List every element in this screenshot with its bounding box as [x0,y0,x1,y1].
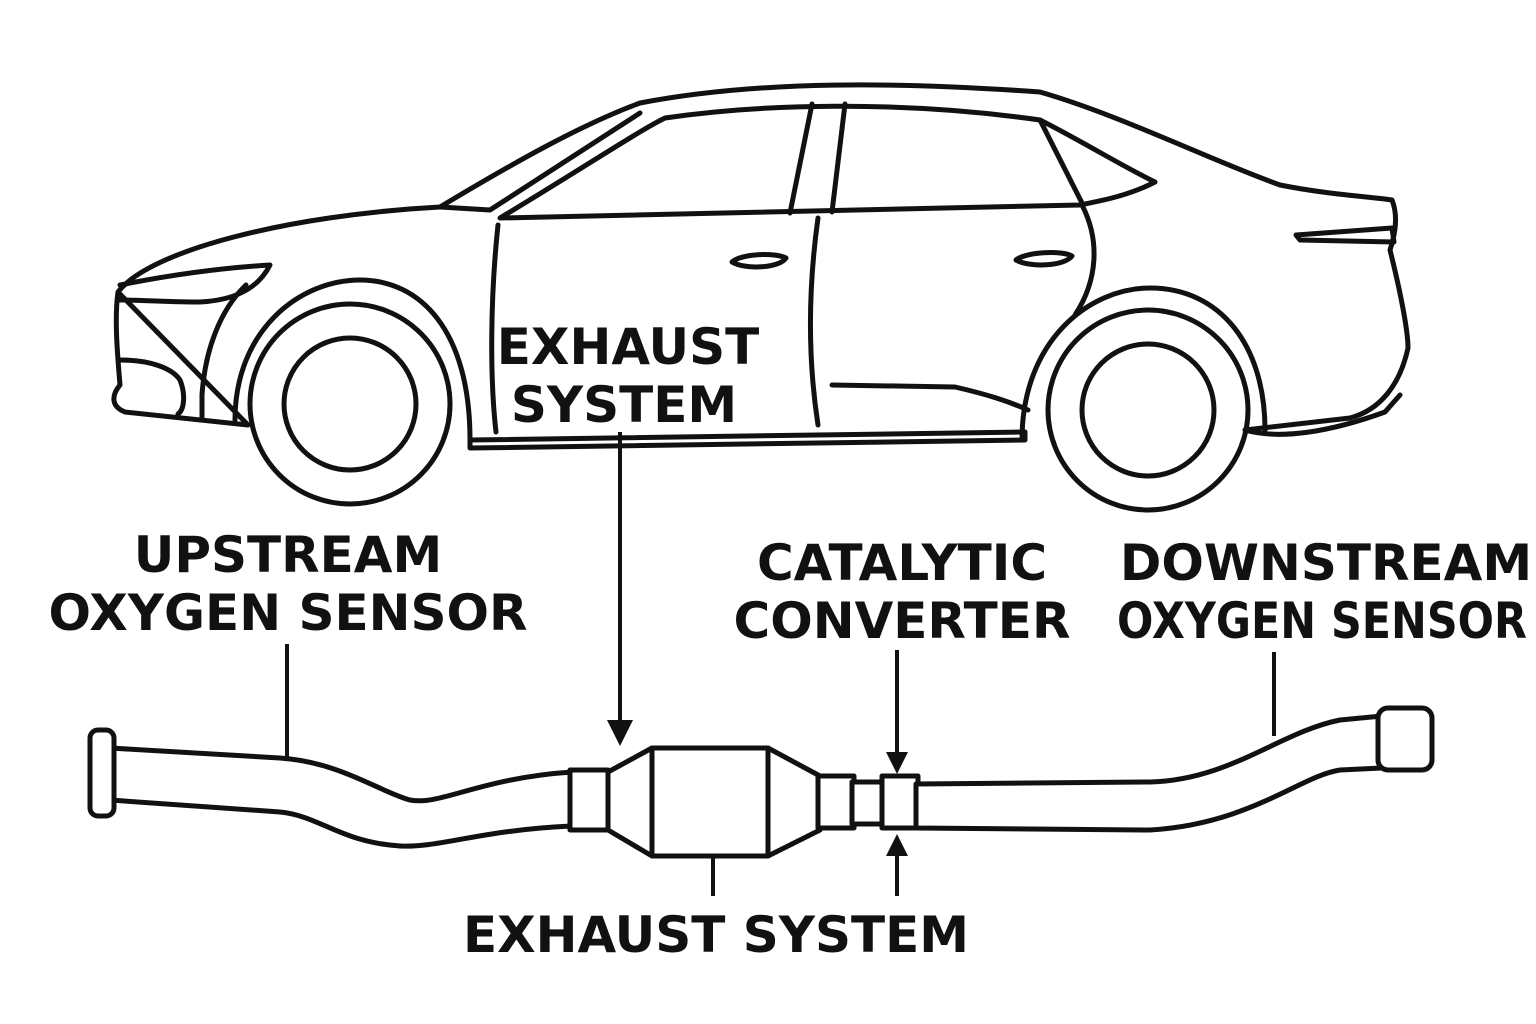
car-front-grille [117,357,187,417]
downstream-sensor-coupler [879,773,921,831]
converter-inlet-cone [605,745,655,859]
car-body-outline [111,82,1411,443]
car-front-fender-line [199,282,249,421]
catalytic-down-arrowhead [886,752,908,774]
catalytic-up-arrowhead [886,834,908,856]
text-labels: EXHAUST SYSTEM UPSTREAM OXYGEN SENSOR CA… [49,318,1533,964]
car-door-crease [829,382,1031,413]
bottom-exhaust-label: EXHAUST SYSTEM [463,906,969,964]
car-exhaust-label-line2: SYSTEM [511,376,737,434]
mid-pipe-segment [849,779,887,827]
car-front-rim [281,335,419,473]
exhaust-system-arrowhead [607,720,633,746]
car-rear-wheel-arch [1019,285,1268,443]
car-front-door-handle [729,252,789,270]
tailpipe-tip [1375,705,1435,773]
car-front-wheel-arch [232,277,473,443]
car-rear-door-handle [1013,250,1075,268]
car-door-divider [808,215,821,428]
car-side-windows [497,103,1158,221]
car-exhaust-label-line1: EXHAUST [497,318,759,376]
car-rear-door [1072,202,1097,318]
catalytic-label-line1: CATALYTIC [757,534,1047,592]
car-c-pillar [1037,117,1085,206]
car-b-pillar [787,101,848,216]
converter-outlet-coupler [815,773,857,831]
car-front-door [489,222,501,435]
leader-lines [285,432,1276,896]
car-front-tire [247,301,453,507]
car-tail-light [1293,225,1397,245]
rear-pipe [913,713,1385,833]
upstream-label-line1: UPSTREAM [134,526,442,584]
car-rocker-panel [467,429,1028,451]
downstream-label-line2: OXYGEN SENSOR [1117,592,1527,650]
car-rear-rim [1079,341,1217,479]
car-illustration [111,82,1411,513]
inlet-flange [87,727,117,819]
catalytic-converter-body [649,745,771,859]
converter-inlet-coupler [567,767,611,833]
catalytic-label-line2: CONVERTER [734,592,1071,650]
converter-outlet-cone [765,745,823,859]
car-rear-tire [1045,307,1251,513]
upstream-label-line2: OXYGEN SENSOR [49,584,528,642]
car-headlight [117,262,273,305]
exhaust-pipe-assembly [87,705,1435,859]
car-windshield [437,110,643,213]
front-pipe [107,745,575,849]
downstream-label-line1: DOWNSTREAM [1120,534,1532,592]
car-rear-bumper [1242,392,1403,437]
